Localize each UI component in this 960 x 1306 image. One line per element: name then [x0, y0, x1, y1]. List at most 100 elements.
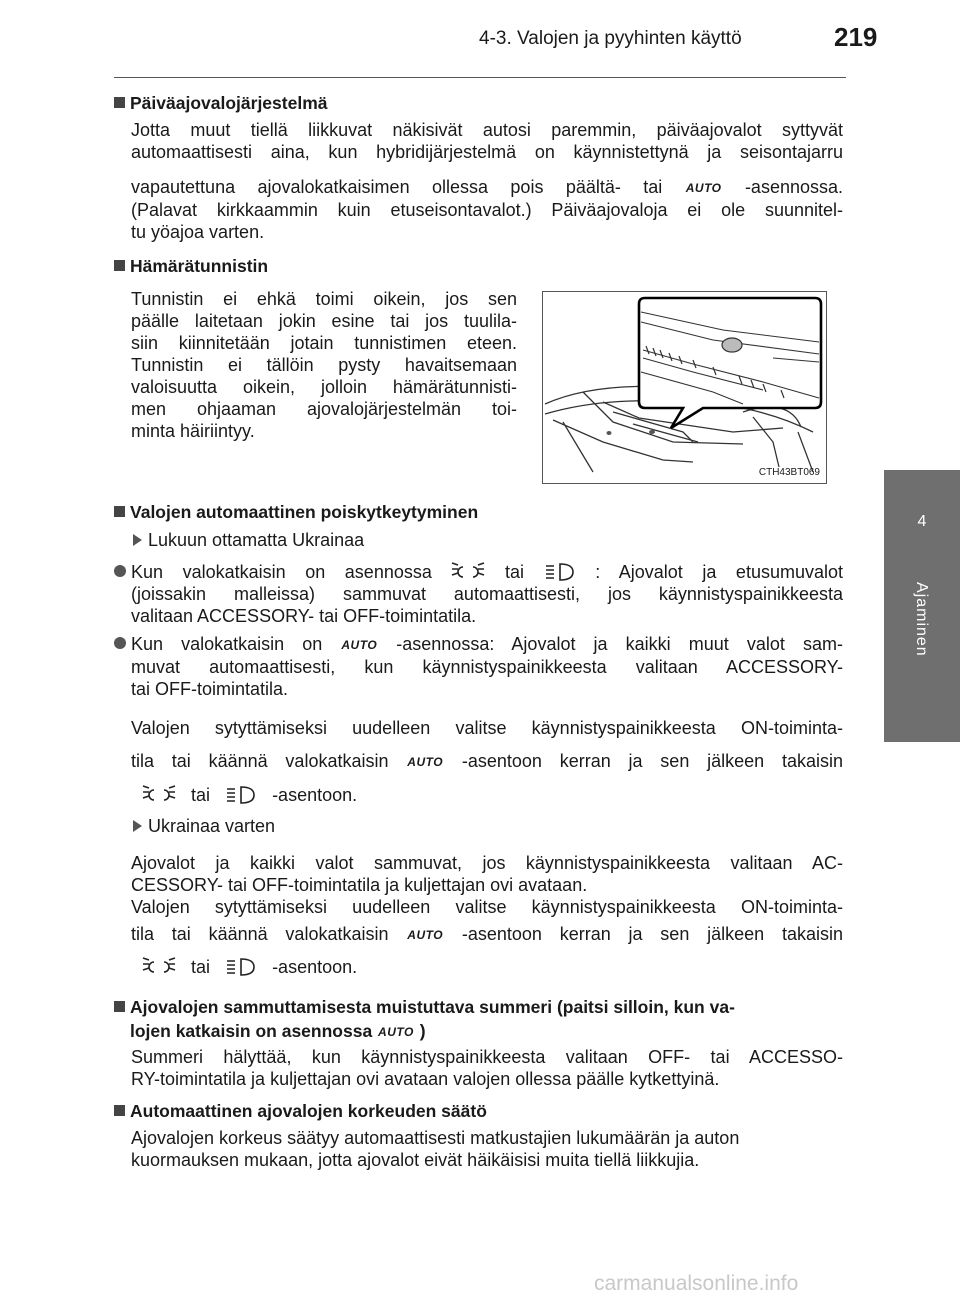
heading-bullet-icon [114, 1001, 125, 1012]
paragraph-daytime-lights: Jotta muut tiellä liikkuvat näkisivät au… [131, 119, 843, 163]
heading-text: Ajovalojen sammuttamisesta muistuttava s… [130, 997, 735, 1017]
text-line: Tunnistin ei tällöin pysty havaitsemaan [131, 355, 517, 375]
heading-auto-off: Valojen automaattinen poiskytkeytyminen [114, 502, 478, 523]
text-fragment: vapautettuna ajovalokatkaisimen ollessa … [131, 177, 663, 197]
text-line: siin kiinnitetään jotain tunnistimen ete… [131, 333, 517, 353]
bullet-item: Kun valokatkaisin on AUTO -asennossa: Aj… [114, 633, 843, 700]
paragraph-ukraine: Ajovalot ja kaikki valot sammuvat, jos k… [131, 852, 843, 918]
auto-icon: AUTO [407, 928, 444, 942]
text-line: minta häiriintyy. [131, 421, 255, 441]
text-fragment: tila tai käännä valokatkaisin [131, 751, 389, 771]
text-line: Tunnistin ei ehkä toimi oikein, jos sen [131, 289, 517, 309]
triangle-bullet-icon [133, 820, 142, 832]
text-fragment: -asennossa: Ajovalot ja kaikki muut valo… [396, 634, 843, 654]
sensor-figure: CTH43BT069 [542, 291, 827, 484]
text-fragment: tila tai käännä valokatkaisin [131, 924, 389, 944]
paragraph-relight: Valojen sytyttämiseksi uudelleen valitse… [131, 717, 843, 739]
watermark: carmanualsonline.info [594, 1272, 799, 1295]
text-line: tila tai käännä valokatkaisin AUTO -asen… [131, 923, 843, 946]
triangle-bullet-icon [133, 534, 142, 546]
auto-icon: AUTO [341, 638, 378, 652]
text-line: valoisuutta oikein, jolloin hämärätunnis… [131, 377, 517, 397]
text-fragment: tai [191, 785, 211, 805]
text-line: Summeri hälyttää, kun käynnistyspainikke… [131, 1047, 843, 1067]
heading-daytime-lights: Päiväajovalojärjestelmä [114, 93, 327, 114]
text-line: muvat automaattisesti, kun käynnistyspai… [131, 657, 843, 677]
text-line: (joissakin malleissa) sammuvat automaatt… [131, 584, 843, 604]
circle-bullet-icon [114, 637, 126, 649]
taillight-icon [142, 957, 176, 973]
text-fragment: tai [505, 562, 525, 582]
headlight-icon [227, 786, 255, 804]
heading-bullet-icon [114, 260, 125, 271]
sub-heading-except-ukraine: Lukuun ottamatta Ukrainaa [133, 530, 364, 551]
text-line: automaattisesti aina, kun hybridijärjest… [131, 142, 843, 162]
windshield-sensor-illustration [544, 296, 823, 473]
heading-text: Päiväajovalojärjestelmä [130, 93, 328, 113]
paragraph-ukraine-2: tila tai käännä valokatkaisin AUTO -asen… [131, 923, 843, 946]
text-fragment: Kun valokatkaisin on [131, 634, 323, 654]
text-line: Valojen sytyttämiseksi uudelleen valitse… [131, 897, 843, 917]
auto-icon: AUTO [407, 755, 444, 769]
taillight-icon [142, 785, 176, 801]
paragraph-relight-2: tila tai käännä valokatkaisin AUTO -asen… [131, 750, 843, 773]
text-fragment: -asennossa. [744, 177, 843, 197]
heading-text: Hämärätunnistin [130, 256, 269, 276]
text-line: Valojen sytyttämiseksi uudelleen valitse… [131, 718, 843, 738]
heading-text: lojen katkaisin on asennossa [130, 1021, 373, 1041]
text-line: CESSORY- tai OFF-toimintatila ja kuljett… [131, 875, 588, 895]
circle-bullet-icon [114, 565, 126, 577]
text-fragment: -asentoon kerran ja sen jälkeen takaisin [461, 751, 843, 771]
chapter-tab: 4 Ajaminen [884, 470, 960, 742]
text-fragment: -asentoon. [272, 785, 358, 805]
text-line: valitaan ACCESSORY- tai OFF-toimintatila… [131, 606, 477, 626]
paragraph-twilight-sensor: Tunnistin ei ehkä toimi oikein, jos sen … [131, 288, 517, 442]
text-line: RY-toimintatila ja kuljettajan ovi avata… [131, 1069, 720, 1089]
text-fragment: -asentoon. [272, 957, 358, 977]
headlight-icon [227, 958, 255, 976]
text-line: Jotta muut tiellä liikkuvat näkisivät au… [131, 120, 843, 140]
heading-bullet-icon [114, 506, 125, 517]
text-fragment: -asentoon kerran ja sen jälkeen takaisin [461, 924, 843, 944]
paragraph-relight-3: tai -asentoon. [142, 784, 442, 806]
text-line: tu yöajoa varten. [131, 222, 265, 242]
chapter-number: 4 [917, 513, 927, 530]
text-line: (Palavat kirkkaammin kuin etuseisontaval… [131, 200, 843, 220]
auto-icon: AUTO [685, 181, 722, 195]
taillight-icon [452, 562, 485, 578]
text-line: Kun valokatkaisin on asennossa tai : Ajo… [131, 561, 843, 583]
text-line: Ajovalot ja kaikki valot sammuvat, jos k… [131, 853, 843, 873]
paragraph-daytime-lights-2: vapautettuna ajovalokatkaisimen ollessa … [131, 176, 843, 243]
header-rule [114, 77, 846, 78]
text-line: tai OFF-toimintatila. [131, 679, 289, 699]
text-line: vapautettuna ajovalokatkaisimen ollessa … [131, 176, 843, 199]
figure-code: CTH43BT069 [758, 467, 820, 478]
heading-auto-leveling: Automaattinen ajovalojen korkeuden säätö [114, 1101, 487, 1122]
text-line: kuormauksen mukaan, jotta ajovalot eivät… [131, 1150, 700, 1170]
text-line: päälle laitetaan jokin esine tai jos tuu… [131, 311, 517, 331]
text-fragment: Kun valokatkaisin on asennossa [131, 562, 432, 582]
text-fragment: : Ajovalot ja etusumuvalot [595, 562, 843, 582]
page-number: 219 [834, 22, 878, 52]
text-fragment: tai [191, 957, 211, 977]
heading-text: Automaattinen ajovalojen korkeuden säätö [130, 1101, 487, 1121]
text-line: tila tai käännä valokatkaisin AUTO -asen… [131, 750, 843, 773]
sub-heading-text: Ukrainaa varten [148, 816, 276, 836]
paragraph-reminder-buzzer: Summeri hälyttää, kun käynnistyspainikke… [131, 1046, 843, 1090]
paragraph-auto-leveling: Ajovalojen korkeus säätyy automaattisest… [131, 1127, 843, 1171]
headlight-icon [545, 563, 574, 581]
auto-icon: AUTO [378, 1025, 414, 1039]
heading-reminder-buzzer: Ajovalojen sammuttamisesta muistuttava s… [114, 995, 735, 1044]
text-line: men ohjaaman ajovalojärjestelmän toi- [131, 399, 517, 419]
text-line: Ajovalojen korkeus säätyy automaattisest… [131, 1128, 740, 1148]
section-title: 4-3. Valojen ja pyyhinten käyttö [479, 28, 742, 49]
heading-text: ) [419, 1021, 426, 1041]
sub-heading-text: Lukuun ottamatta Ukrainaa [148, 530, 365, 550]
text-line: Kun valokatkaisin on AUTO -asennossa: Aj… [131, 633, 843, 656]
chapter-label: Ajaminen [913, 582, 930, 657]
sub-heading-ukraine: Ukrainaa varten [133, 816, 275, 837]
heading-twilight-sensor: Hämärätunnistin [114, 256, 268, 277]
heading-bullet-icon [114, 1105, 125, 1116]
heading-text: Valojen automaattinen poiskytkeytyminen [130, 502, 479, 522]
bullet-item: Kun valokatkaisin on asennossa tai : Ajo… [114, 561, 843, 627]
